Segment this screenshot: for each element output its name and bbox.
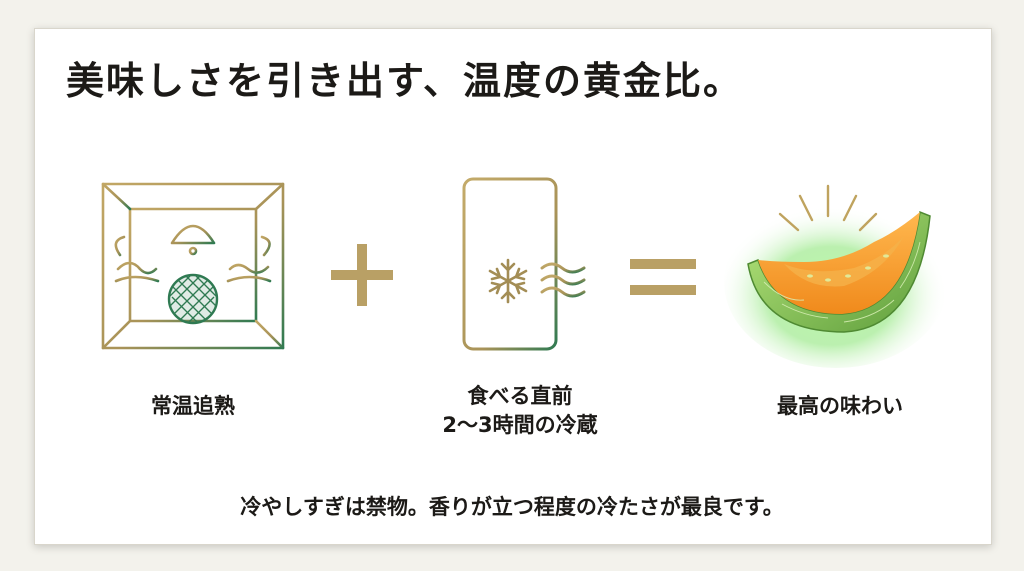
step-2-label-line-1: 食べる直前 — [467, 384, 573, 408]
step-1-label: 常温追熟 — [151, 394, 235, 418]
step-2-label: 食べる直前 2〜3時間の冷蔵 — [400, 382, 640, 440]
equals-icon — [630, 259, 696, 295]
room-ripening-icon — [101, 182, 285, 350]
plus-icon — [331, 244, 393, 306]
page-title: 美味しさを引き出す、温度の黄金比。 — [66, 58, 743, 103]
step-2-label-line-2: 2〜3時間の冷蔵 — [442, 413, 598, 437]
glowing-melon-slice-icon — [724, 184, 948, 368]
footer-note: 冷やしすぎは禁物。香りが立つ程度の冷たさが最良です。 — [240, 495, 784, 519]
refrigerator-snowflake-icon — [462, 177, 586, 358]
step-3-label: 最高の味わい — [777, 394, 903, 418]
